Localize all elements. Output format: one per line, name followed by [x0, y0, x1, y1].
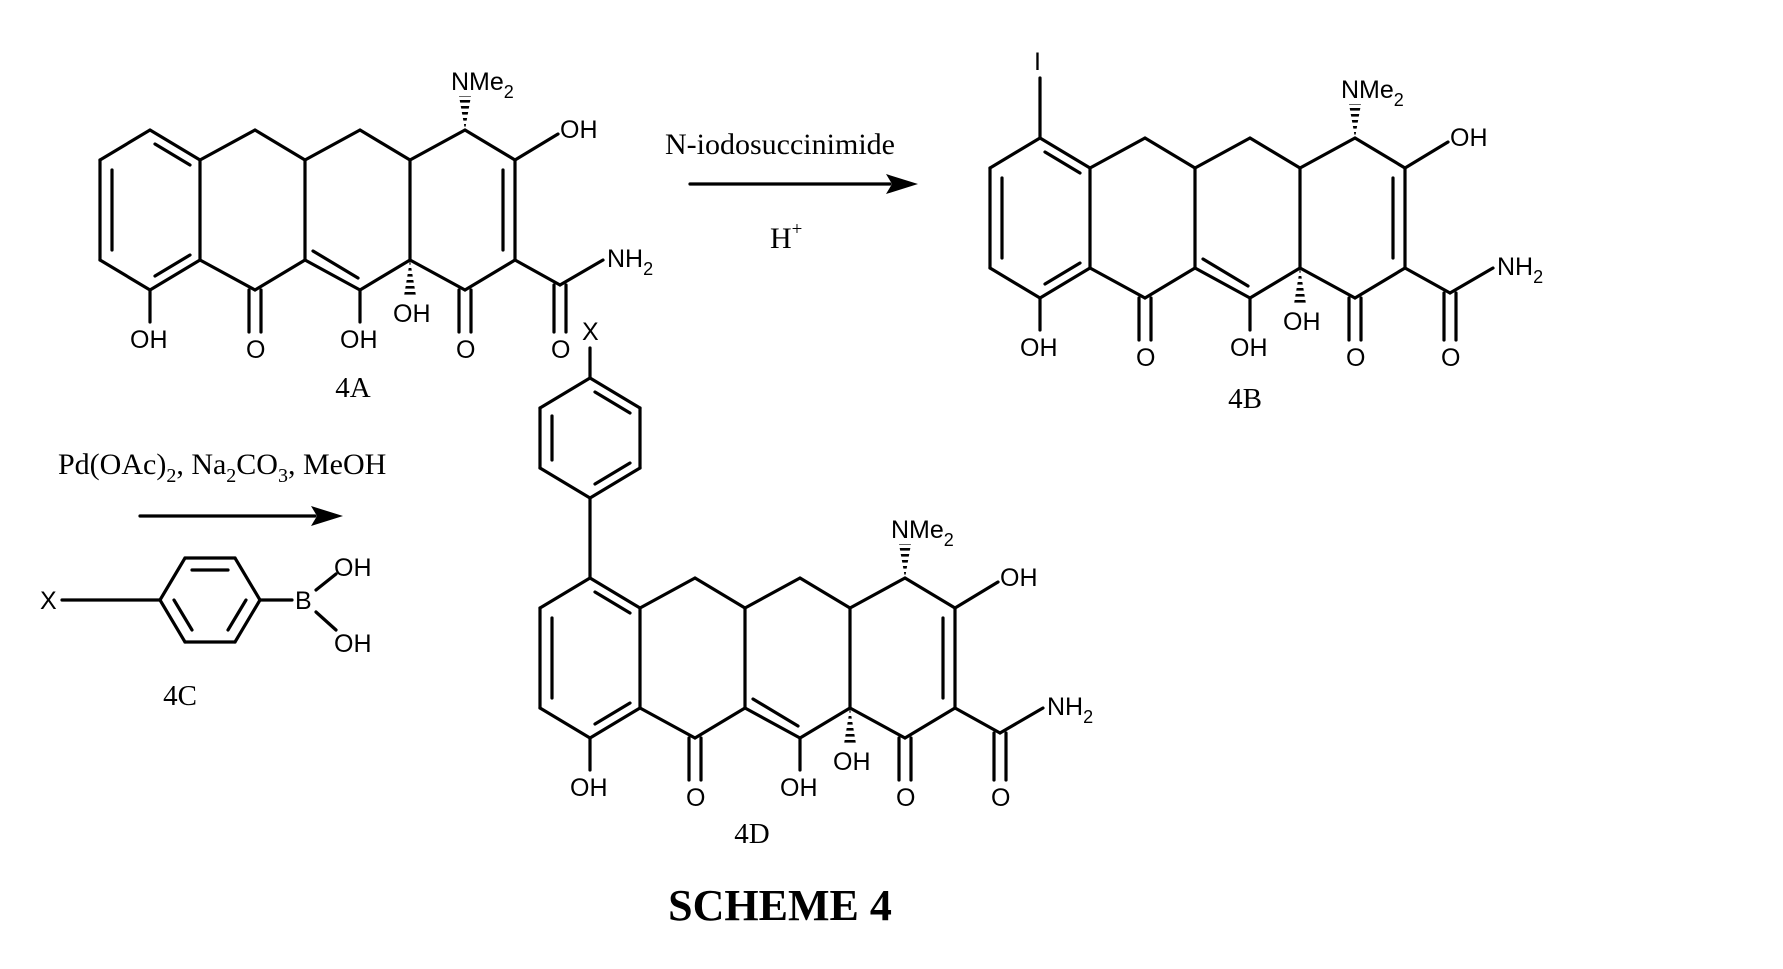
compound-4a-label: 4A: [335, 372, 371, 404]
compound-4b-c12a-oh: OH: [1283, 308, 1321, 336]
compound-4b: I NMe2 OH NH2 OH O OH OH O O 4B: [990, 48, 1543, 415]
compound-4b-phenol-oh: OH: [1020, 334, 1058, 362]
compound-4b-label: 4B: [1228, 383, 1262, 415]
compound-4a-c12a-oh: OH: [393, 300, 431, 328]
reagent-nis: N-iodosuccinimide: [665, 128, 895, 161]
compound-4a: NMe2 OH NH2 OH O OH OH O O 4A: [100, 68, 653, 404]
compound-4a-phenol-oh: OH: [130, 326, 168, 354]
compound-4a-c1-o: O: [456, 336, 475, 364]
scheme-title: SCHEME 4: [668, 881, 892, 930]
compound-4d-skeleton: [540, 544, 1043, 780]
compound-4d-x: X: [582, 318, 599, 346]
compound-4c-label: 4C: [163, 680, 197, 712]
compound-4d-amide-nh2: NH2: [1047, 693, 1093, 727]
compound-4b-c12-oh: OH: [1230, 334, 1268, 362]
compound-4c-boron: B: [295, 587, 312, 615]
compound-4c-x: X: [40, 587, 57, 615]
reaction-2: Pd(OAc)2, Na2CO3, MeOH: [58, 448, 386, 526]
compound-4b-amide-nh2: NH2: [1497, 253, 1543, 287]
reagent-acid: H+: [770, 219, 802, 255]
compound-4d-c3-oh: OH: [1000, 564, 1038, 592]
compound-4c-oh-bottom: OH: [334, 630, 372, 658]
compound-4a-amide-o: O: [551, 336, 570, 364]
compound-4b-c11-o: O: [1136, 344, 1155, 372]
compound-4a-amide-nh2: NH2: [607, 245, 653, 279]
compound-4b-c1-o: O: [1346, 344, 1365, 372]
compound-4d-c1-o: O: [896, 784, 915, 812]
compound-4d-c12a-oh: OH: [833, 748, 871, 776]
compound-4d-c11-o: O: [686, 784, 705, 812]
compound-4a-c12-oh: OH: [340, 326, 378, 354]
compound-4a-c11-o: O: [246, 336, 265, 364]
compound-4c: X B OH OH 4C: [40, 554, 372, 712]
compound-4d-c12-oh: OH: [780, 774, 818, 802]
compound-4b-skeleton: [990, 104, 1493, 340]
compound-4d: X NMe2 OH NH2 OH O OH OH O O 4D: [540, 318, 1093, 850]
reaction-1: N-iodosuccinimide H+: [665, 128, 918, 255]
compound-4b-iodo: I: [1034, 48, 1041, 76]
compound-4d-amide-o: O: [991, 784, 1010, 812]
compound-4a-c3-oh: OH: [560, 116, 598, 144]
compound-4a-skeleton: [100, 96, 603, 332]
compound-4b-amide-o: O: [1441, 344, 1460, 372]
reaction-2-conditions: Pd(OAc)2, Na2CO3, MeOH: [58, 448, 386, 487]
compound-4d-phenol-oh: OH: [570, 774, 608, 802]
compound-4d-label: 4D: [734, 818, 769, 850]
compound-4b-c3-oh: OH: [1450, 124, 1488, 152]
compound-4c-oh-top: OH: [334, 554, 372, 582]
